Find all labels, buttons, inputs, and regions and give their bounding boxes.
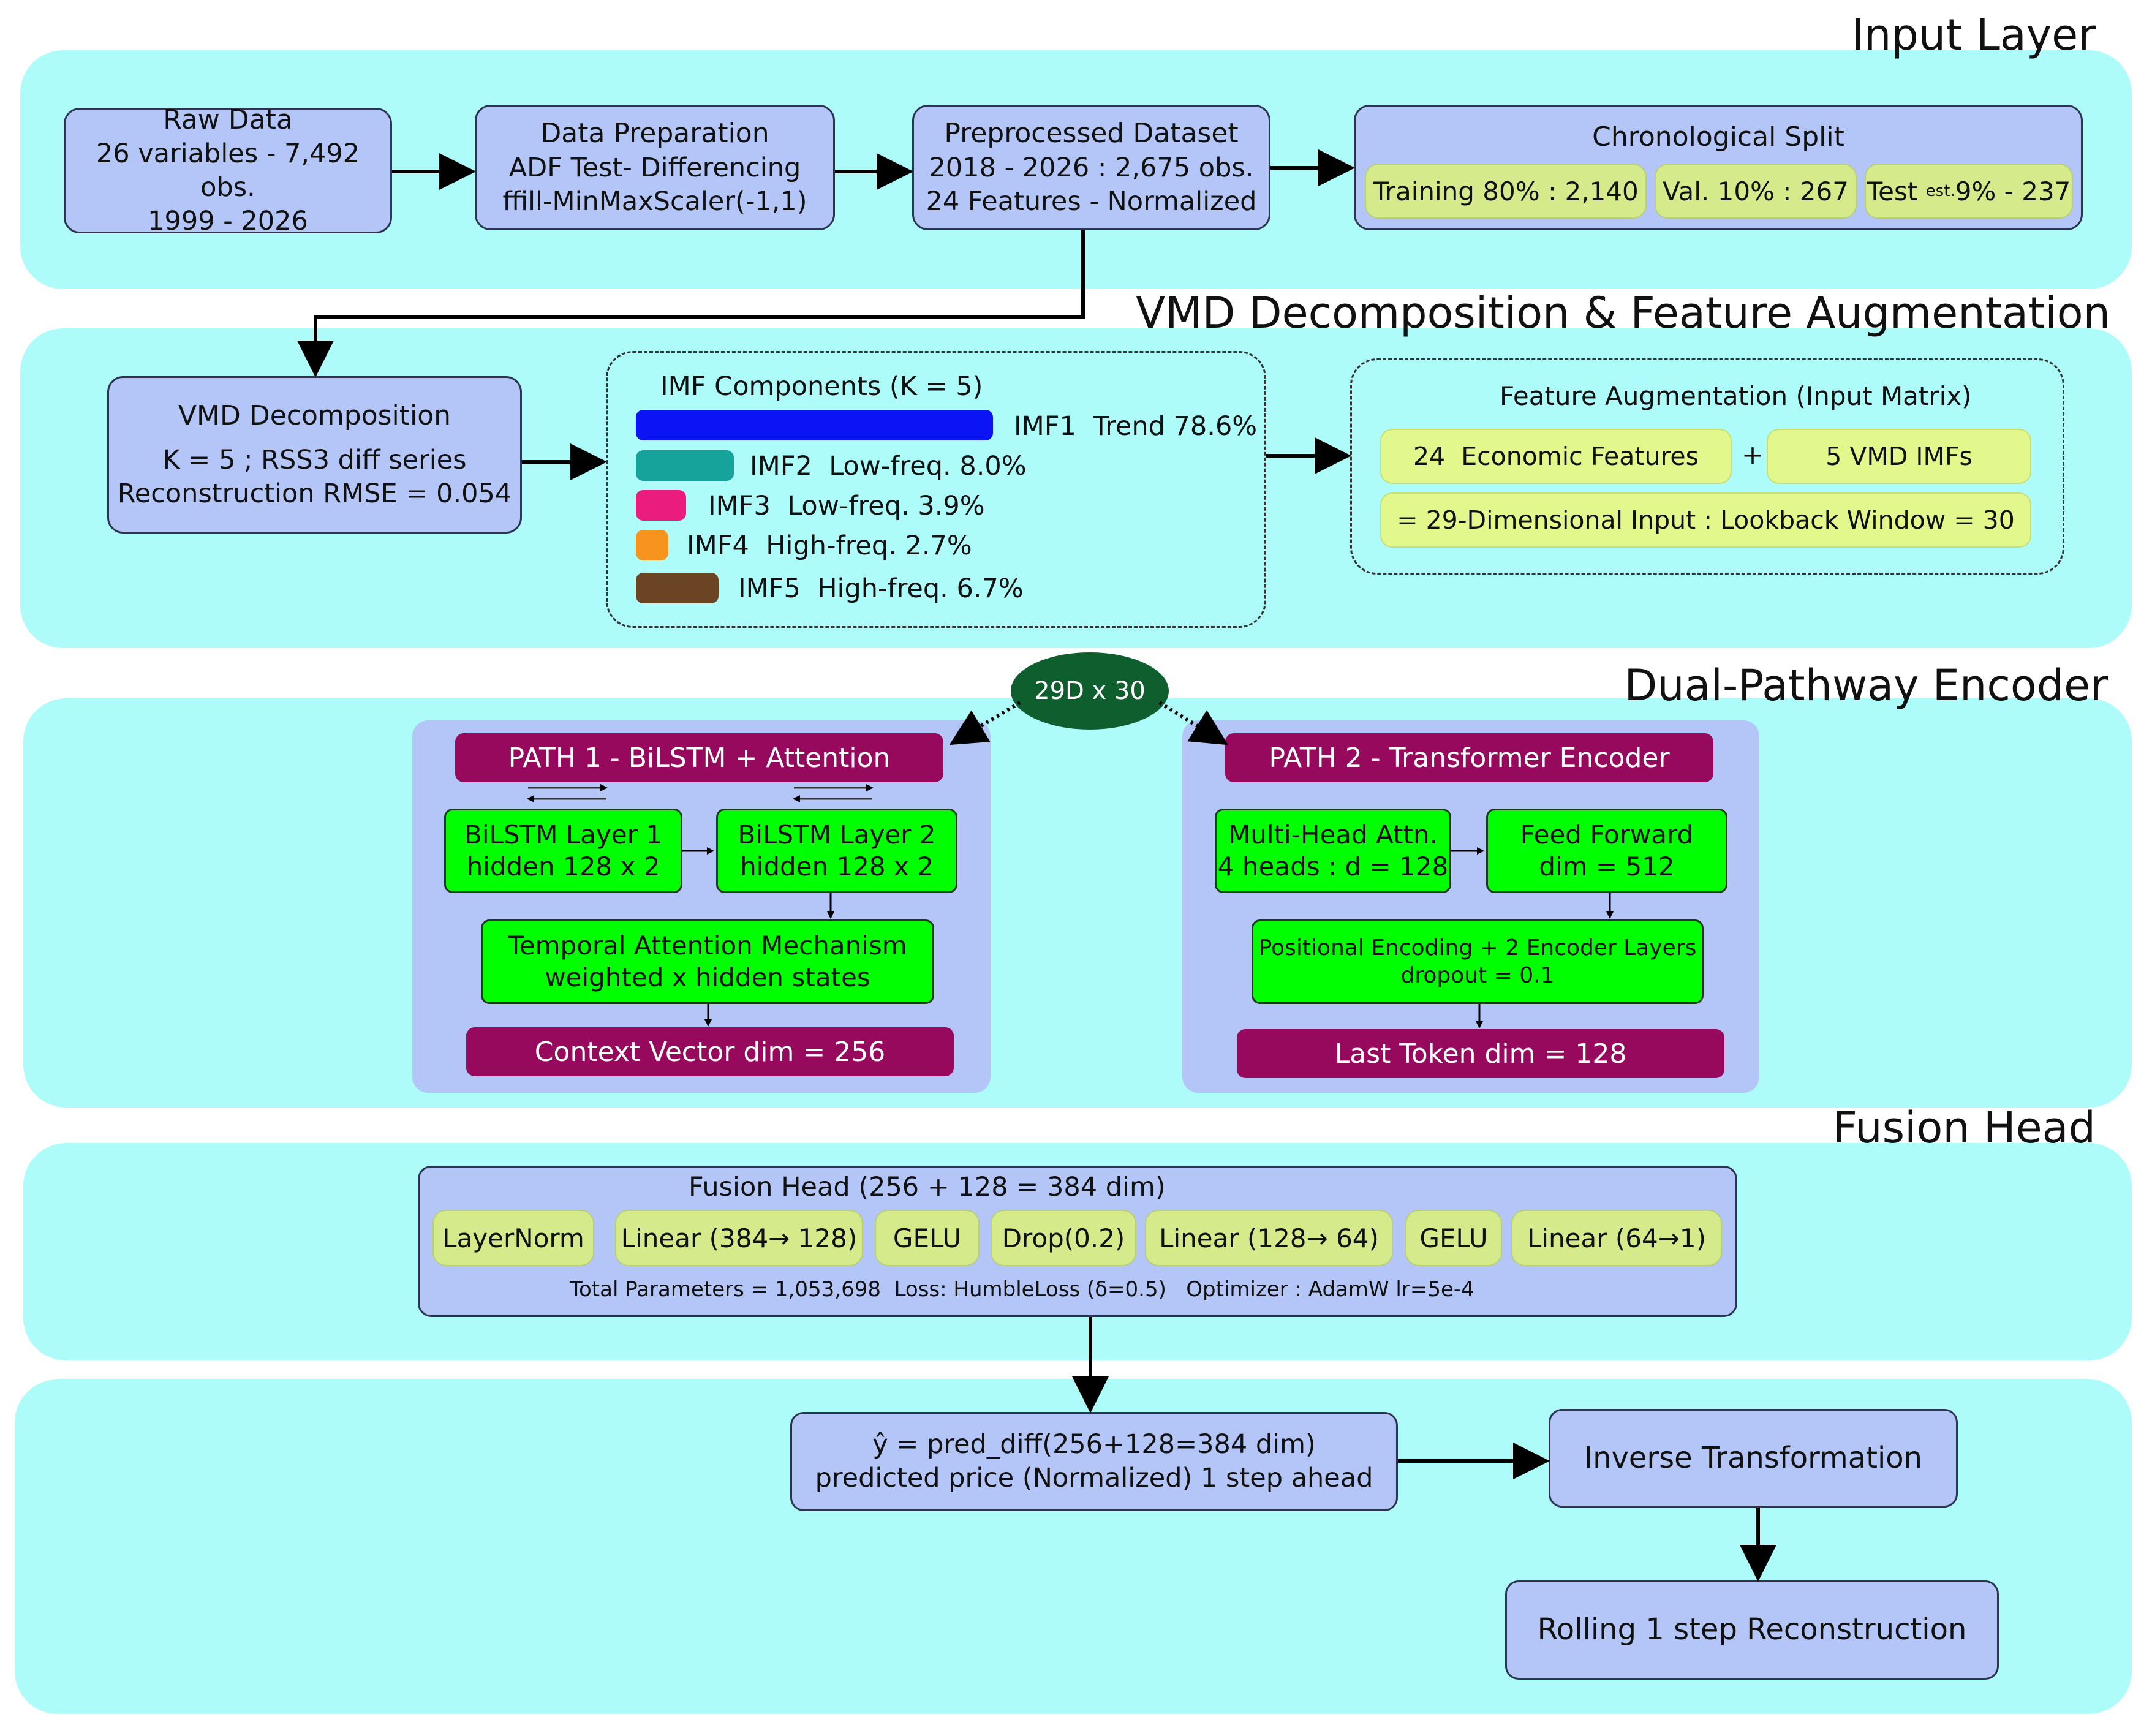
feed-forward-box: Feed Forward dim = 512 <box>1486 809 1727 893</box>
prediction-box: ŷ = pred_diff(256+128=384 dim) predicted… <box>790 1412 1398 1511</box>
raw-data-line1: 26 variables - 7,492 obs. <box>96 138 360 203</box>
imf3-label: IMF3 Low-freq. 3.9% <box>708 491 985 521</box>
raw-data-line2: 1999 - 2026 <box>148 206 308 237</box>
vmd-decomposition-line1: K = 5 ; RSS3 diff series <box>162 444 467 475</box>
op-dropout: Drop(0.2) <box>991 1210 1136 1266</box>
economic-features-pill: 24 Economic Features <box>1380 429 1732 484</box>
imf-components-title: IMF Components (K = 5) <box>660 371 983 402</box>
op-linear-64-1: Linear (64→1) <box>1511 1210 1722 1266</box>
imf1-bar <box>636 410 993 440</box>
section-title-fusion: Fusion Head <box>1832 1103 2096 1153</box>
context-vector-output: Context Vector dim = 256 <box>466 1027 954 1076</box>
positional-encoding-line2: dropout = 0.1 <box>1400 963 1555 988</box>
input-node-label: 29D x 30 <box>1034 677 1146 705</box>
multi-head-attention-box: Multi-Head Attn. 4 heads : d = 128 <box>1215 809 1451 893</box>
arrow-preprocessed-to-vmd <box>297 230 1085 377</box>
feed-forward-line2: dim = 512 <box>1539 851 1675 881</box>
split-title: Chronological Split <box>1592 121 1844 153</box>
data-prep-line2: ffill-MinMaxScaler(-1,1) <box>502 186 807 217</box>
bilstm-layer2-box: BiLSTM Layer 2 hidden 128 x 2 <box>716 809 957 893</box>
split-test-pill: Test est.9% - 237 <box>1865 164 2073 219</box>
last-token-output: Last Token dim = 128 <box>1237 1029 1724 1078</box>
op-gelu-2: GELU <box>1405 1210 1502 1266</box>
imf1-label: IMF1 Trend 78.6% <box>1014 411 1258 442</box>
temporal-attention-box: Temporal Attention Mechanism weighted x … <box>481 919 934 1004</box>
temporal-attention-line2: weighted x hidden states <box>545 962 870 992</box>
preprocessed-line2: 24 Features - Normalized <box>926 186 1257 217</box>
combined-input-pill: = 29-Dimensional Input : Lookback Window… <box>1380 492 2031 548</box>
section-title-vmd: VMD Decomposition & Feature Augmentation <box>1136 288 2110 338</box>
data-prep-title: Data Preparation <box>540 118 769 149</box>
bilstm-layer2-line2: hidden 128 x 2 <box>740 851 934 881</box>
imf-components-panel <box>606 351 1266 628</box>
op-layernorm: LayerNorm <box>432 1210 594 1266</box>
preprocessed-title: Preprocessed Dataset <box>944 118 1239 149</box>
prediction-line1: ŷ = pred_diff(256+128=384 dim) <box>872 1428 1316 1460</box>
augmentation-plus: + <box>1742 440 1764 470</box>
bilstm-layer1-line1: BiLSTM Layer 1 <box>464 819 662 850</box>
raw-data-box: Raw Data 26 variables - 7,492 obs. 1999 … <box>64 104 392 236</box>
multi-head-attention-line1: Multi-Head Attn. <box>1228 819 1438 850</box>
section-title-encoder: Dual-Pathway Encoder <box>1624 660 2108 711</box>
split-test-suffix: 9% - 237 <box>1955 176 2071 206</box>
op-gelu-1: GELU <box>875 1210 980 1266</box>
prediction-line2: predicted price (Normalized) 1 step ahea… <box>815 1463 1373 1493</box>
imf4-bar <box>636 530 668 560</box>
preprocessed-line1: 2018 - 2026 : 2,675 obs. <box>929 152 1254 183</box>
rolling-reconstruction-box: Rolling 1 step Reconstruction <box>1505 1580 1999 1680</box>
op-linear-128-64: Linear (128→ 64) <box>1145 1210 1393 1266</box>
imf2-bar <box>636 450 734 481</box>
preprocessed-box: Preprocessed Dataset 2018 - 2026 : 2,675… <box>912 105 1270 230</box>
raw-data-title: Raw Data <box>163 104 293 135</box>
vmd-decomposition-box: VMD Decomposition K = 5 ; RSS3 diff seri… <box>107 376 522 534</box>
encoder-layer-band <box>23 698 2132 1108</box>
path2-header: PATH 2 - Transformer Encoder <box>1225 733 1713 782</box>
data-prep-line1: ADF Test- Differencing <box>508 152 801 183</box>
arrow-node-to-path1 <box>949 701 1021 745</box>
imf5-label: IMF5 High-freq. 6.7% <box>738 573 1024 604</box>
vmd-decomposition-title: VMD Decomposition <box>178 400 451 432</box>
imf5-bar <box>636 573 719 603</box>
imf3-bar <box>636 490 686 521</box>
bilstm-layer1-line2: hidden 128 x 2 <box>466 851 660 881</box>
data-prep-box: Data Preparation ADF Test- Differencing … <box>475 105 835 230</box>
path1-header: PATH 1 - BiLSTM + Attention <box>455 733 943 782</box>
inverse-transformation-box: Inverse Transformation <box>1549 1409 1958 1508</box>
bilstm-layer1-box: BiLSTM Layer 1 hidden 128 x 2 <box>444 809 682 893</box>
multi-head-attention-line2: 4 heads : d = 128 <box>1217 851 1449 881</box>
arrow-node-to-path2 <box>1158 701 1229 745</box>
positional-encoding-box: Positional Encoding + 2 Encoder Layers d… <box>1252 919 1704 1004</box>
positional-encoding-line1: Positional Encoding + 2 Encoder Layers <box>1258 935 1697 960</box>
split-test-sub: est. <box>1925 182 1955 200</box>
input-node-ellipse: 29D x 30 <box>1011 652 1169 730</box>
bilstm-layer2-line1: BiLSTM Layer 2 <box>738 819 936 850</box>
vmd-imfs-pill: 5 VMD IMFs <box>1767 429 2031 484</box>
fusion-head-footer: Total Parameters = 1,053,698 Loss: Humbl… <box>570 1277 1474 1302</box>
rolling-reconstruction-label: Rolling 1 step Reconstruction <box>1537 1612 1967 1647</box>
vmd-decomposition-line2: Reconstruction RMSE = 0.054 <box>117 478 512 509</box>
split-val-pill: Val. 10% : 267 <box>1655 164 1857 219</box>
fusion-head-title: Fusion Head (256 + 128 = 384 dim) <box>689 1172 1166 1202</box>
temporal-attention-line1: Temporal Attention Mechanism <box>508 930 907 960</box>
feature-augmentation-title: Feature Augmentation (Input Matrix) <box>1500 381 1972 411</box>
op-linear-384-128: Linear (384→ 128) <box>615 1210 863 1266</box>
imf4-label: IMF4 High-freq. 2.7% <box>687 530 972 561</box>
section-title-input: Input Layer <box>1851 10 2096 60</box>
imf2-label: IMF2 Low-freq. 8.0% <box>750 451 1027 481</box>
inverse-transformation-label: Inverse Transformation <box>1584 1440 1923 1475</box>
split-training-pill: Training 80% : 2,140 <box>1365 164 1647 219</box>
split-test-prefix: Test <box>1867 176 1926 206</box>
feed-forward-line1: Feed Forward <box>1520 819 1694 850</box>
